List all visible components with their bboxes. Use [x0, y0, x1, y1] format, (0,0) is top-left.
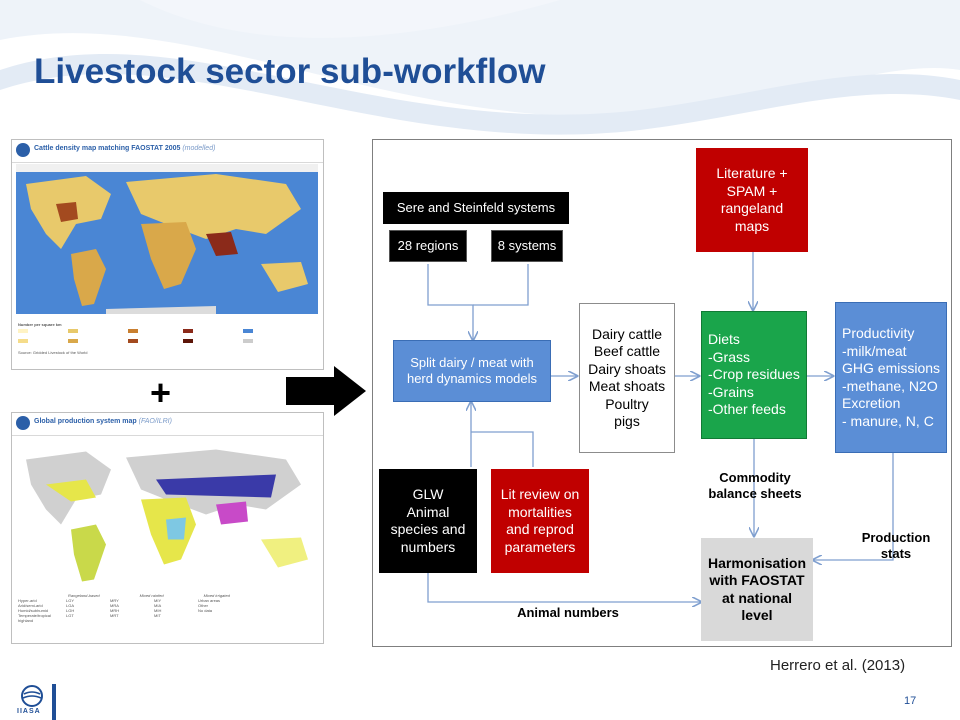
map-legend: Rangeland-based Mixed rainfed Mixed irri…	[18, 593, 316, 623]
animal-numbers-label: Animal numbers	[517, 605, 619, 620]
map-title-suffix: (modelled)	[182, 145, 216, 152]
fao-logo-icon	[16, 416, 30, 430]
map-source-note: Source: Gridded Livestock of the World	[18, 350, 88, 355]
lit-review-box: Lit review on mortalities and reprod par…	[491, 469, 589, 573]
legend-group: Mixed irrigated	[203, 593, 230, 598]
split-dairy-meat-box: Split dairy / meat with herd dynamics mo…	[393, 340, 551, 402]
fao-logo-icon	[16, 143, 30, 157]
legend-row: Hyper-arid	[18, 598, 37, 603]
legend-title: Number per square km	[18, 322, 62, 327]
legend-row: Temperate/tropical highland	[18, 613, 51, 623]
legend-code: MRH	[110, 608, 120, 613]
systems-box: 8 systems	[491, 230, 563, 262]
sere-steinfeld-box: Sere and Steinfeld systems	[383, 192, 569, 224]
legend-extra: Other	[198, 603, 209, 608]
page-number: 17	[904, 695, 917, 707]
diagram-connectors	[427, 252, 894, 646]
legend-code: MIA	[154, 603, 162, 608]
regions-box: 28 regions	[389, 230, 467, 262]
map-header: Global production system map (FAO/ILRI)	[12, 413, 323, 436]
footer-divider	[52, 684, 56, 720]
footer-logo-text: IIASA	[17, 708, 41, 715]
map-title: Cattle density map matching FAOSTAT 2005	[34, 145, 181, 152]
legend-swatches	[18, 329, 253, 343]
legend-extra: No data	[198, 608, 213, 613]
production-system-world-map	[16, 439, 318, 590]
diets-box: Diets -Grass -Crop residues -Grains -Oth…	[701, 311, 807, 439]
legend-code: MRY	[110, 598, 119, 603]
plus-sign: +	[150, 372, 172, 413]
legend-extra: Urban areas	[198, 598, 221, 603]
productivity-box: Productivity -milk/meat GHG emissions -m…	[835, 302, 947, 453]
legend-code: MRT	[110, 613, 119, 618]
legend-group: Rangeland-based	[68, 593, 100, 598]
connector-regions-split	[427, 264, 473, 340]
livestock-categories-box: Dairy cattle Beef cattle Dairy shoats Me…	[579, 303, 675, 453]
connector-productivity-harmonisation	[813, 453, 894, 560]
legend-code: LGY	[66, 598, 75, 603]
legend-code: MIT	[154, 613, 161, 618]
legend-group: Mixed rainfed	[139, 593, 164, 598]
map-title: Global production system map	[34, 418, 137, 425]
iiasa-logo-icon	[21, 685, 43, 707]
legend-code: LGT	[66, 613, 74, 618]
legend-row: Humid/subhumid	[18, 608, 49, 613]
legend-code: MIY	[154, 598, 162, 603]
literature-box: Literature + SPAM + rangeland maps	[696, 148, 808, 252]
connector-lit-split	[471, 431, 534, 467]
legend-code: MRA	[110, 603, 119, 608]
connector-systems-split	[473, 264, 529, 306]
cattle-density-world-map	[16, 164, 318, 314]
citation: Herrero et al. (2013)	[770, 657, 906, 674]
slide-title: Livestock sector sub-workflow	[34, 52, 546, 91]
production-stats-label: Production stats	[861, 530, 931, 562]
harmonisation-box: Harmonisation with FAOSTAT at national l…	[701, 538, 813, 641]
background-swoosh-decoration	[0, 0, 960, 135]
right-arrow-icon	[286, 366, 366, 416]
map-title-suffix: (FAO/ILRI)	[138, 418, 172, 425]
workflow-diagram: Sere and Steinfeld systems 28 regions 8 …	[372, 139, 952, 647]
production-system-map: Global production system map (FAO/ILRI) …	[11, 412, 324, 644]
map-legend: Number per square km Source: Gridded Liv…	[18, 322, 308, 355]
legend-code: LGA	[66, 603, 75, 608]
legend-row: Arid/semi-arid	[18, 603, 43, 608]
cattle-density-map: Cattle density map matching FAOSTAT 2005…	[11, 139, 324, 370]
legend-code: LGH	[66, 608, 75, 613]
legend-code: MIH	[154, 608, 162, 613]
glw-box: GLW Animal species and numbers	[379, 469, 477, 573]
commodity-balance-label: Commodity balance sheets	[708, 470, 802, 502]
connector-glw-harmonisation	[427, 572, 701, 602]
map-header: Cattle density map matching FAOSTAT 2005…	[12, 140, 323, 163]
